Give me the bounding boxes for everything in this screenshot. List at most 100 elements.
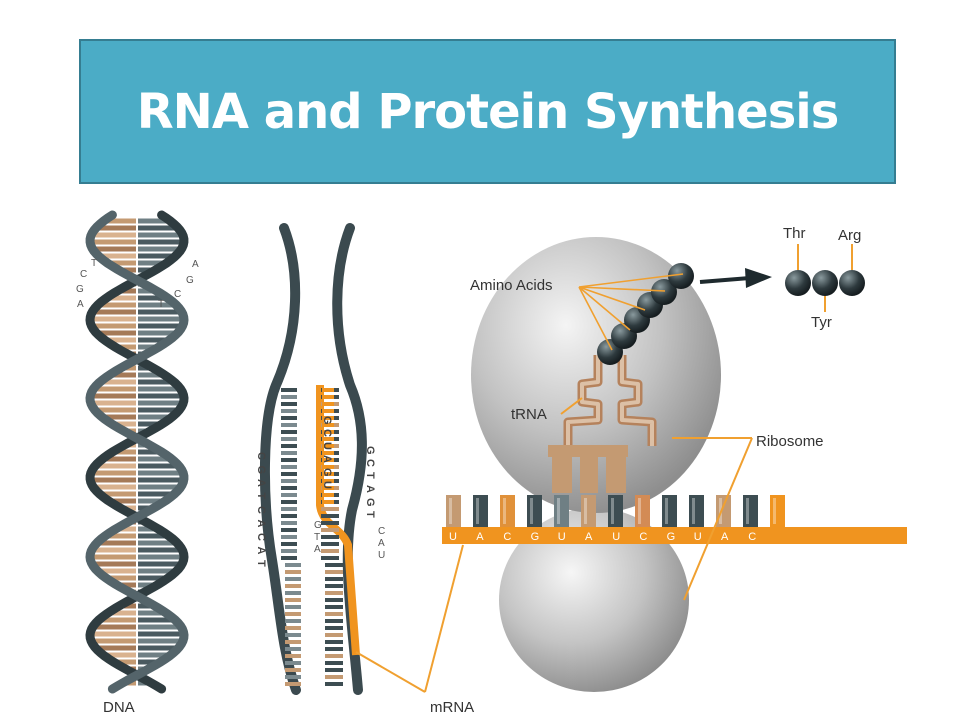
amino-acids-pointers <box>578 273 684 351</box>
dna-base: T <box>91 258 97 269</box>
mrna-pointer-line-2 <box>424 544 464 693</box>
template-base-letter: T <box>314 532 320 543</box>
mrna-sequence-letter: A <box>476 531 484 543</box>
dna-base: G <box>186 275 194 286</box>
amino-acids-label: Amino Acids <box>470 277 553 294</box>
title-banner: RNA and Protein Synthesis <box>79 39 896 184</box>
rna-base-letter: C <box>321 429 333 437</box>
mrna-base-bar-highlight <box>611 498 614 524</box>
arrow-icon <box>699 268 772 288</box>
mrna-base-bar <box>500 495 515 527</box>
mrna-base-bar-highlight <box>530 498 533 524</box>
dna-base: A <box>192 259 199 270</box>
mrna-label: mRNA <box>430 699 474 716</box>
dna-backbone <box>85 210 189 694</box>
rna-base-letter: G <box>321 468 333 477</box>
dna-backbone <box>85 210 189 694</box>
template-base-letter: T <box>255 560 267 567</box>
arg-label: Arg <box>838 227 861 244</box>
mrna-base-bar-highlight <box>692 498 695 524</box>
mrna-sequence-letter: C <box>748 531 756 543</box>
mrna-sequence-letter: A <box>721 531 729 543</box>
mrna-base-bar-highlight <box>503 498 506 524</box>
mrna-sequence-letter: C <box>503 531 511 543</box>
mrna-base-bar <box>473 495 488 527</box>
mrna-codon-bases <box>446 495 785 527</box>
template-base-letter: C <box>255 452 267 460</box>
mrna-sequence-letter: U <box>694 531 702 543</box>
template-base-letter: A <box>314 544 321 555</box>
mrna-base-bar-highlight <box>665 498 668 524</box>
template-base-letter: G <box>255 466 267 475</box>
rna-base-letter: G <box>321 416 333 425</box>
amino-acid-bead <box>668 263 694 289</box>
dna-base: A <box>77 299 84 310</box>
tripeptide <box>785 244 865 312</box>
mrna-base-bar <box>554 495 569 527</box>
mrna-base-bar <box>581 495 596 527</box>
page-title: RNA and Protein Synthesis <box>136 83 840 140</box>
rna-base-letter: A <box>321 455 333 463</box>
mrna-base-bar <box>689 495 704 527</box>
dna-template-backbone-left <box>259 223 301 695</box>
rna-base-letter: U <box>378 550 385 561</box>
mrna-base-bar-highlight <box>476 498 479 524</box>
mrna-base-bar <box>446 495 461 527</box>
unzipped-dna <box>259 223 367 695</box>
mrna-base-bar-highlight <box>746 498 749 524</box>
mrna-sequence-letter: U <box>449 531 457 543</box>
mrna-base-bar-highlight <box>557 498 560 524</box>
template-base-letter: G <box>364 446 376 455</box>
trna-pointer-line <box>560 397 583 415</box>
mrna-base-bar-highlight <box>638 498 641 524</box>
mrna-base-bar <box>662 495 677 527</box>
trna-molecule <box>548 355 657 493</box>
ribosome-small-subunit <box>499 508 689 692</box>
dna-base: C <box>174 289 181 300</box>
template-base-letter: C <box>255 506 267 514</box>
dna-double-helix <box>85 210 189 694</box>
ribosome-pointer-line-2 <box>683 437 753 601</box>
mrna-base-bar-highlight <box>584 498 587 524</box>
rna-base-letter: U <box>321 481 333 489</box>
template-base-letter: A <box>364 485 376 493</box>
template-base-letter: A <box>255 547 267 555</box>
mrna-base-bar <box>716 495 731 527</box>
template-base-letter: C <box>364 459 376 467</box>
template-base-letter: C <box>255 533 267 541</box>
dna-base: G <box>76 284 84 295</box>
rna-base-letter: A <box>378 538 385 549</box>
amino-acid-chain <box>597 263 694 365</box>
template-base-letter: G <box>364 498 376 507</box>
mrna-base-bar <box>743 495 758 527</box>
template-base-letter: G <box>314 520 322 531</box>
dna-base: T <box>158 299 164 310</box>
mrna-strand <box>442 527 907 544</box>
mrna-sequence-letter: U <box>612 531 620 543</box>
mrna-base-bar <box>608 495 623 527</box>
mrna-sequence-letter: G <box>531 531 540 543</box>
rna-base-letter: C <box>378 526 385 537</box>
trna-label: tRNA <box>511 406 547 423</box>
mrna-base-bar <box>527 495 542 527</box>
mrna-sequence-letter: A <box>585 531 593 543</box>
mrna-sequence-letter: G <box>667 531 676 543</box>
template-base-letter: A <box>255 520 267 528</box>
rna-base-letter: U <box>321 442 333 450</box>
dna-bases-right: A G C T <box>158 259 199 310</box>
template-base-letter: T <box>364 472 376 479</box>
mrna-sequence-letter: U <box>558 531 566 543</box>
mrna-base-bar-highlight <box>449 498 452 524</box>
mrna-base-bar-highlight <box>773 498 776 524</box>
tyr-label: Tyr <box>811 314 832 331</box>
mrna-base-bar <box>635 495 650 527</box>
ribosome-label: Ribosome <box>756 433 824 450</box>
template-base-letter: T <box>255 493 267 500</box>
mrna-pointer-line <box>355 651 426 693</box>
mrna-sequence-letter: C <box>639 531 647 543</box>
mrna-base-bar <box>770 495 785 527</box>
template-base-letter: A <box>255 479 267 487</box>
dna-base: C <box>80 269 87 280</box>
